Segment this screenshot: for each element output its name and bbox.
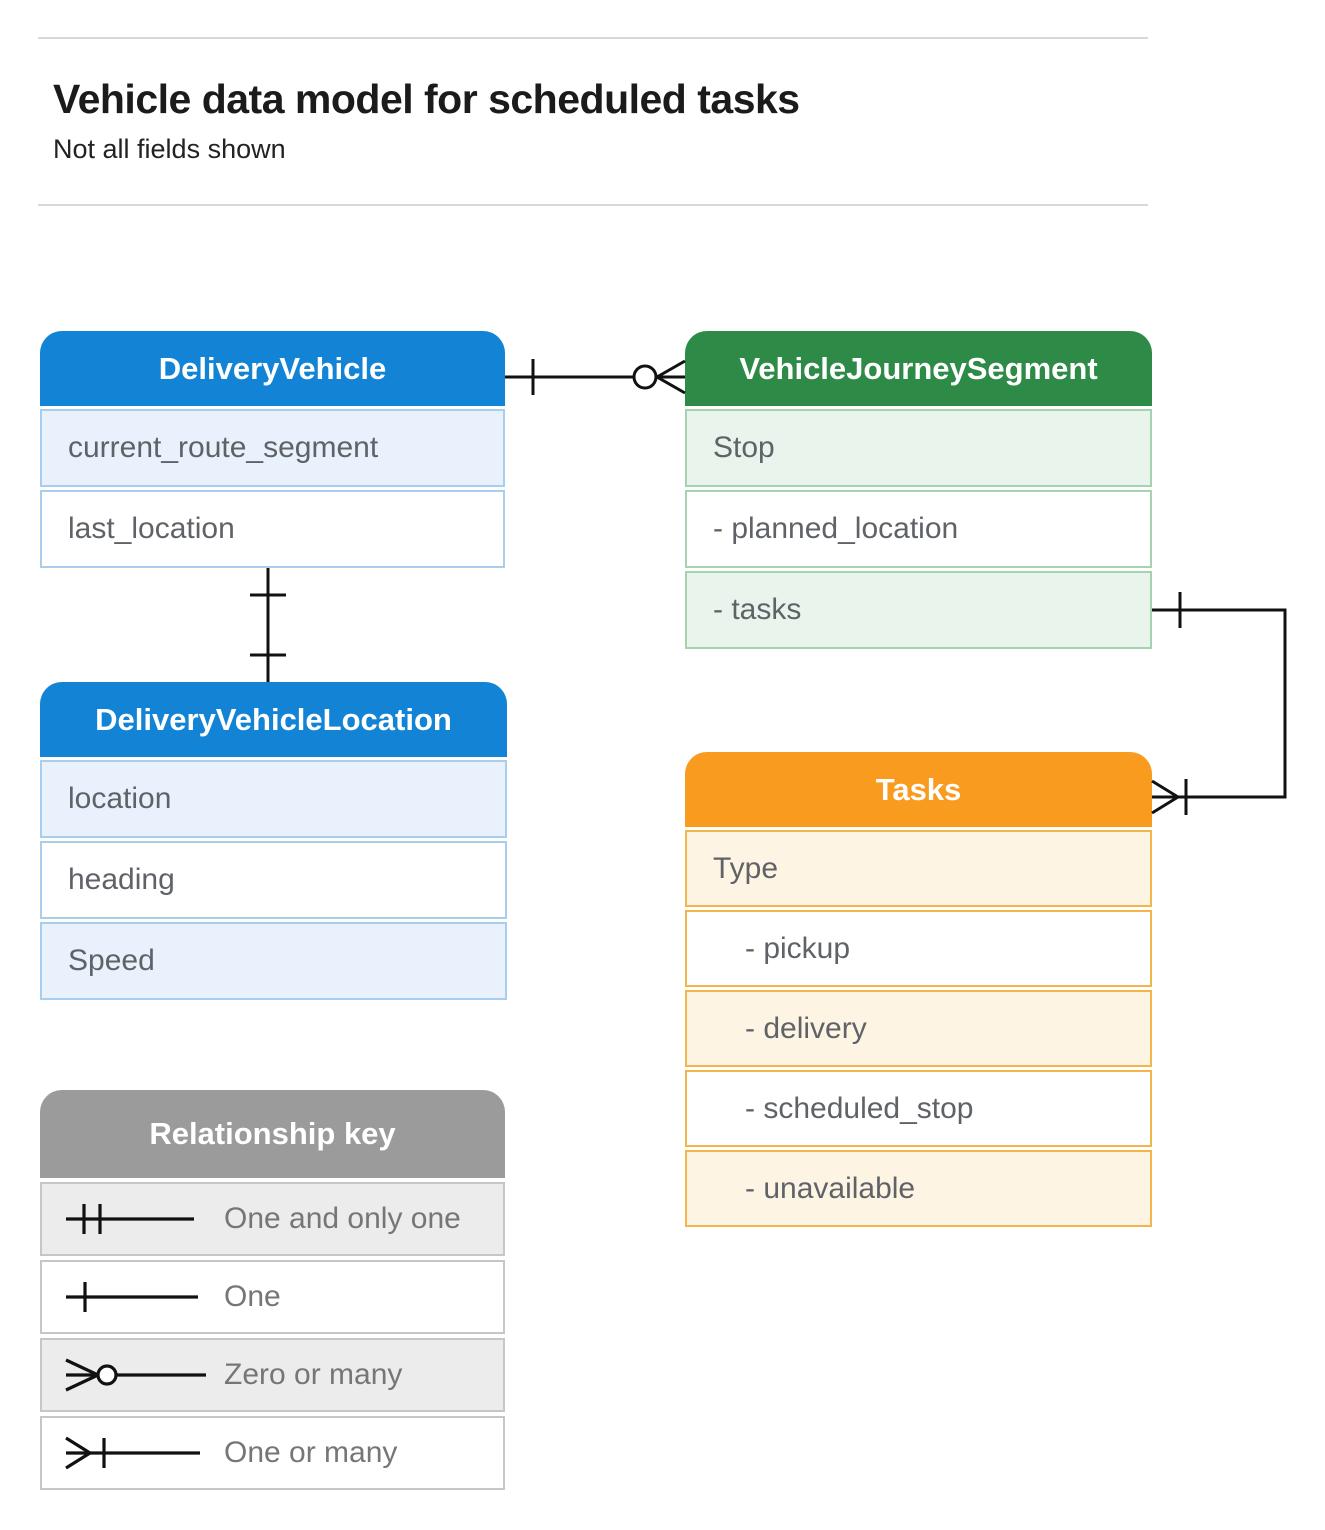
page-title: Vehicle data model for scheduled tasks	[53, 76, 800, 122]
field-type: Type	[685, 830, 1152, 907]
field-planned-location: - planned_location	[685, 490, 1152, 568]
entity-vehicle-journey-segment: VehicleJourneySegment Stop - planned_loc…	[685, 331, 1152, 649]
field-heading: heading	[40, 841, 507, 919]
connector-deliveryvehicle-vehiclejourneysegment	[505, 359, 686, 395]
legend-row-one-or-many: One or many	[40, 1416, 505, 1490]
legend-label: One	[224, 1280, 281, 1313]
field-speed: Speed	[40, 922, 507, 1000]
bottom-divider	[38, 204, 1148, 206]
field-pickup: - pickup	[685, 910, 1152, 987]
field-delivery: - delivery	[685, 990, 1152, 1067]
field-location: location	[40, 760, 507, 838]
entity-delivery-vehicle-title: DeliveryVehicle	[40, 331, 505, 406]
legend-label: One or many	[224, 1436, 398, 1469]
one-icon	[66, 1282, 198, 1312]
entity-tasks-title: Tasks	[685, 752, 1152, 827]
field-stop: Stop	[685, 409, 1152, 487]
top-divider	[38, 37, 1148, 39]
one-and-only-one-icon	[66, 1204, 194, 1234]
zero-or-many-icon	[65, 1358, 206, 1392]
legend-label: Zero or many	[224, 1358, 403, 1391]
field-current-route-segment: current_route_segment	[40, 409, 505, 487]
legend-row-one: One	[40, 1260, 505, 1334]
one-or-many-icon	[65, 1436, 200, 1470]
entity-delivery-vehicle-location: DeliveryVehicleLocation location heading…	[40, 682, 507, 1000]
connector-vehiclejourneysegment-tasks	[1151, 592, 1287, 815]
legend-label: One and only one	[224, 1202, 461, 1235]
connector-deliveryvehicle-deliveryvehiclelocation	[250, 568, 286, 682]
legend-row-one-and-only-one: One and only one	[40, 1182, 505, 1256]
field-scheduled-stop: - scheduled_stop	[685, 1070, 1152, 1147]
entity-vehicle-journey-segment-title: VehicleJourneySegment	[685, 331, 1152, 406]
page-subtitle: Not all fields shown	[53, 134, 286, 164]
relationship-key-title: Relationship key	[40, 1090, 505, 1178]
entity-delivery-vehicle-location-title: DeliveryVehicleLocation	[40, 682, 507, 757]
relationship-key: Relationship key One and only one One	[40, 1090, 505, 1490]
field-unavailable: - unavailable	[685, 1150, 1152, 1227]
field-tasks: - tasks	[685, 571, 1152, 649]
entity-delivery-vehicle: DeliveryVehicle current_route_segment la…	[40, 331, 505, 568]
field-last-location: last_location	[40, 490, 505, 568]
legend-row-zero-or-many: Zero or many	[40, 1338, 505, 1412]
entity-tasks: Tasks Type - pickup - delivery - schedul…	[685, 752, 1152, 1227]
